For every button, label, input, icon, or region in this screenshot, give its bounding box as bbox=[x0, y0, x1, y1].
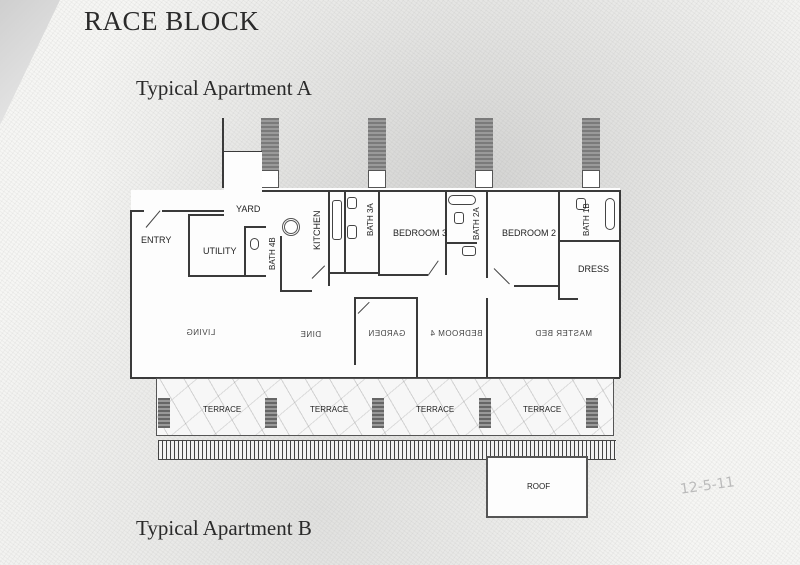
yard-wall-top bbox=[224, 151, 262, 152]
bath2a-wall-bottom bbox=[447, 242, 477, 244]
bedroom2-wall-right bbox=[558, 190, 560, 300]
utility-wall-left bbox=[188, 215, 190, 277]
utility-wall-bottom bbox=[188, 275, 266, 277]
room-label-dress: DRESS bbox=[578, 264, 610, 274]
bathtub-icon bbox=[605, 198, 615, 230]
dress-wall-bottom bbox=[558, 298, 578, 300]
room-label-bath-3a: BATH 3A bbox=[366, 203, 375, 236]
room-label-bedroom-2: BEDROOM 2 bbox=[502, 228, 557, 238]
document-header-title: RACE BLOCK bbox=[84, 6, 260, 36]
mirrored-text: BEDROOM 4 bbox=[430, 329, 483, 338]
yard-notch bbox=[224, 152, 262, 190]
room-label-garden-mirrored: GARDEN bbox=[368, 329, 405, 338]
bathtub-icon bbox=[448, 195, 476, 205]
room-label-kitchen: KITCHEN bbox=[312, 210, 322, 250]
yard-wall-left bbox=[222, 118, 224, 188]
kitchen-bench-icon bbox=[332, 200, 342, 240]
room-label-bath-2a: BATH 2A bbox=[472, 207, 481, 240]
bath1b-wall-bottom bbox=[560, 240, 620, 242]
bath2a-wall-right bbox=[486, 190, 488, 278]
room-label-yard: YARD bbox=[236, 204, 261, 214]
toilet-icon bbox=[250, 238, 259, 250]
toilet-icon bbox=[454, 212, 464, 224]
chimney-base-4 bbox=[582, 170, 600, 188]
entry-wall-top-right bbox=[162, 210, 224, 212]
bedroom3-wall-right bbox=[445, 190, 447, 275]
chimney-base-2 bbox=[368, 170, 386, 188]
kitchen-wall-right bbox=[328, 190, 330, 286]
bath4b-wall-top bbox=[244, 226, 266, 228]
mirrored-text: DINE bbox=[300, 330, 322, 339]
outer-wall-right bbox=[619, 190, 621, 378]
utility-wall-top bbox=[188, 214, 224, 216]
toilet-icon bbox=[576, 198, 586, 210]
room-label-utility: UTILITY bbox=[203, 246, 237, 256]
room-label-bath-4b: BATH 4B bbox=[268, 237, 277, 270]
section-title-apartment-a: Typical Apartment A bbox=[136, 76, 312, 100]
pier-1 bbox=[158, 398, 170, 428]
room-label-entry: ENTRY bbox=[141, 235, 172, 245]
section-title-apartment-b: Typical Apartment B bbox=[136, 516, 312, 540]
terrace-label-4: TERRACE bbox=[523, 405, 562, 414]
kitchen-wall-bottom bbox=[280, 290, 312, 292]
room-label-bedroom-3: BEDROOM 3 bbox=[393, 228, 448, 238]
bath4b-wall-left bbox=[244, 226, 246, 276]
room-label-living-mirrored: LIVING bbox=[186, 328, 215, 337]
terrace-label-2: TERRACE bbox=[310, 405, 349, 414]
room-label-bedroom4-mirrored: BEDROOM 4 bbox=[430, 329, 483, 338]
outer-wall-left bbox=[130, 210, 132, 378]
pier-3 bbox=[372, 398, 384, 428]
mirrored-text: MASTER BED bbox=[535, 329, 593, 338]
terrace-texture bbox=[157, 379, 613, 435]
mirrored-text: GARDEN bbox=[368, 329, 406, 338]
chimney-base-3 bbox=[475, 170, 493, 188]
roof-label: ROOF bbox=[527, 482, 551, 491]
outer-wall-top bbox=[262, 190, 620, 192]
roof-area bbox=[486, 456, 588, 518]
bedroom2-wall-bottom bbox=[514, 285, 560, 287]
pier-4 bbox=[479, 398, 491, 428]
garden-wall-left bbox=[354, 297, 356, 365]
entry-wall-top-left bbox=[130, 210, 144, 212]
bath3a-wall-left bbox=[344, 190, 346, 272]
terrace-label-3: TERRACE bbox=[416, 405, 455, 414]
garden-wall-right bbox=[416, 297, 418, 378]
bath3a-wall-bottom bbox=[330, 272, 378, 274]
basin-icon bbox=[347, 225, 357, 239]
basin-icon bbox=[462, 246, 476, 256]
pier-2 bbox=[265, 398, 277, 428]
room-label-master-mirrored: MASTER BED bbox=[535, 329, 592, 338]
terrace-label-1: TERRACE bbox=[203, 405, 242, 414]
toilet-icon bbox=[347, 197, 357, 209]
apartment-interior bbox=[131, 190, 619, 378]
balustrade bbox=[158, 440, 616, 460]
master-wall-left bbox=[486, 298, 488, 378]
mirrored-text: LIVING bbox=[186, 328, 216, 337]
pier-5 bbox=[586, 398, 598, 428]
bedroom3-wall-bottom bbox=[378, 274, 428, 276]
chimney-base-1 bbox=[261, 170, 279, 188]
room-label-dine-mirrored: DINE bbox=[300, 330, 321, 339]
terrace-strip bbox=[156, 378, 614, 436]
hot-water-tank-icon bbox=[282, 218, 300, 236]
garden-wall-top bbox=[354, 297, 418, 299]
kitchen-wall-left bbox=[280, 236, 282, 291]
bath3a-wall-right bbox=[378, 190, 380, 275]
room-label-bath-1b: BATH 1B bbox=[582, 203, 591, 236]
